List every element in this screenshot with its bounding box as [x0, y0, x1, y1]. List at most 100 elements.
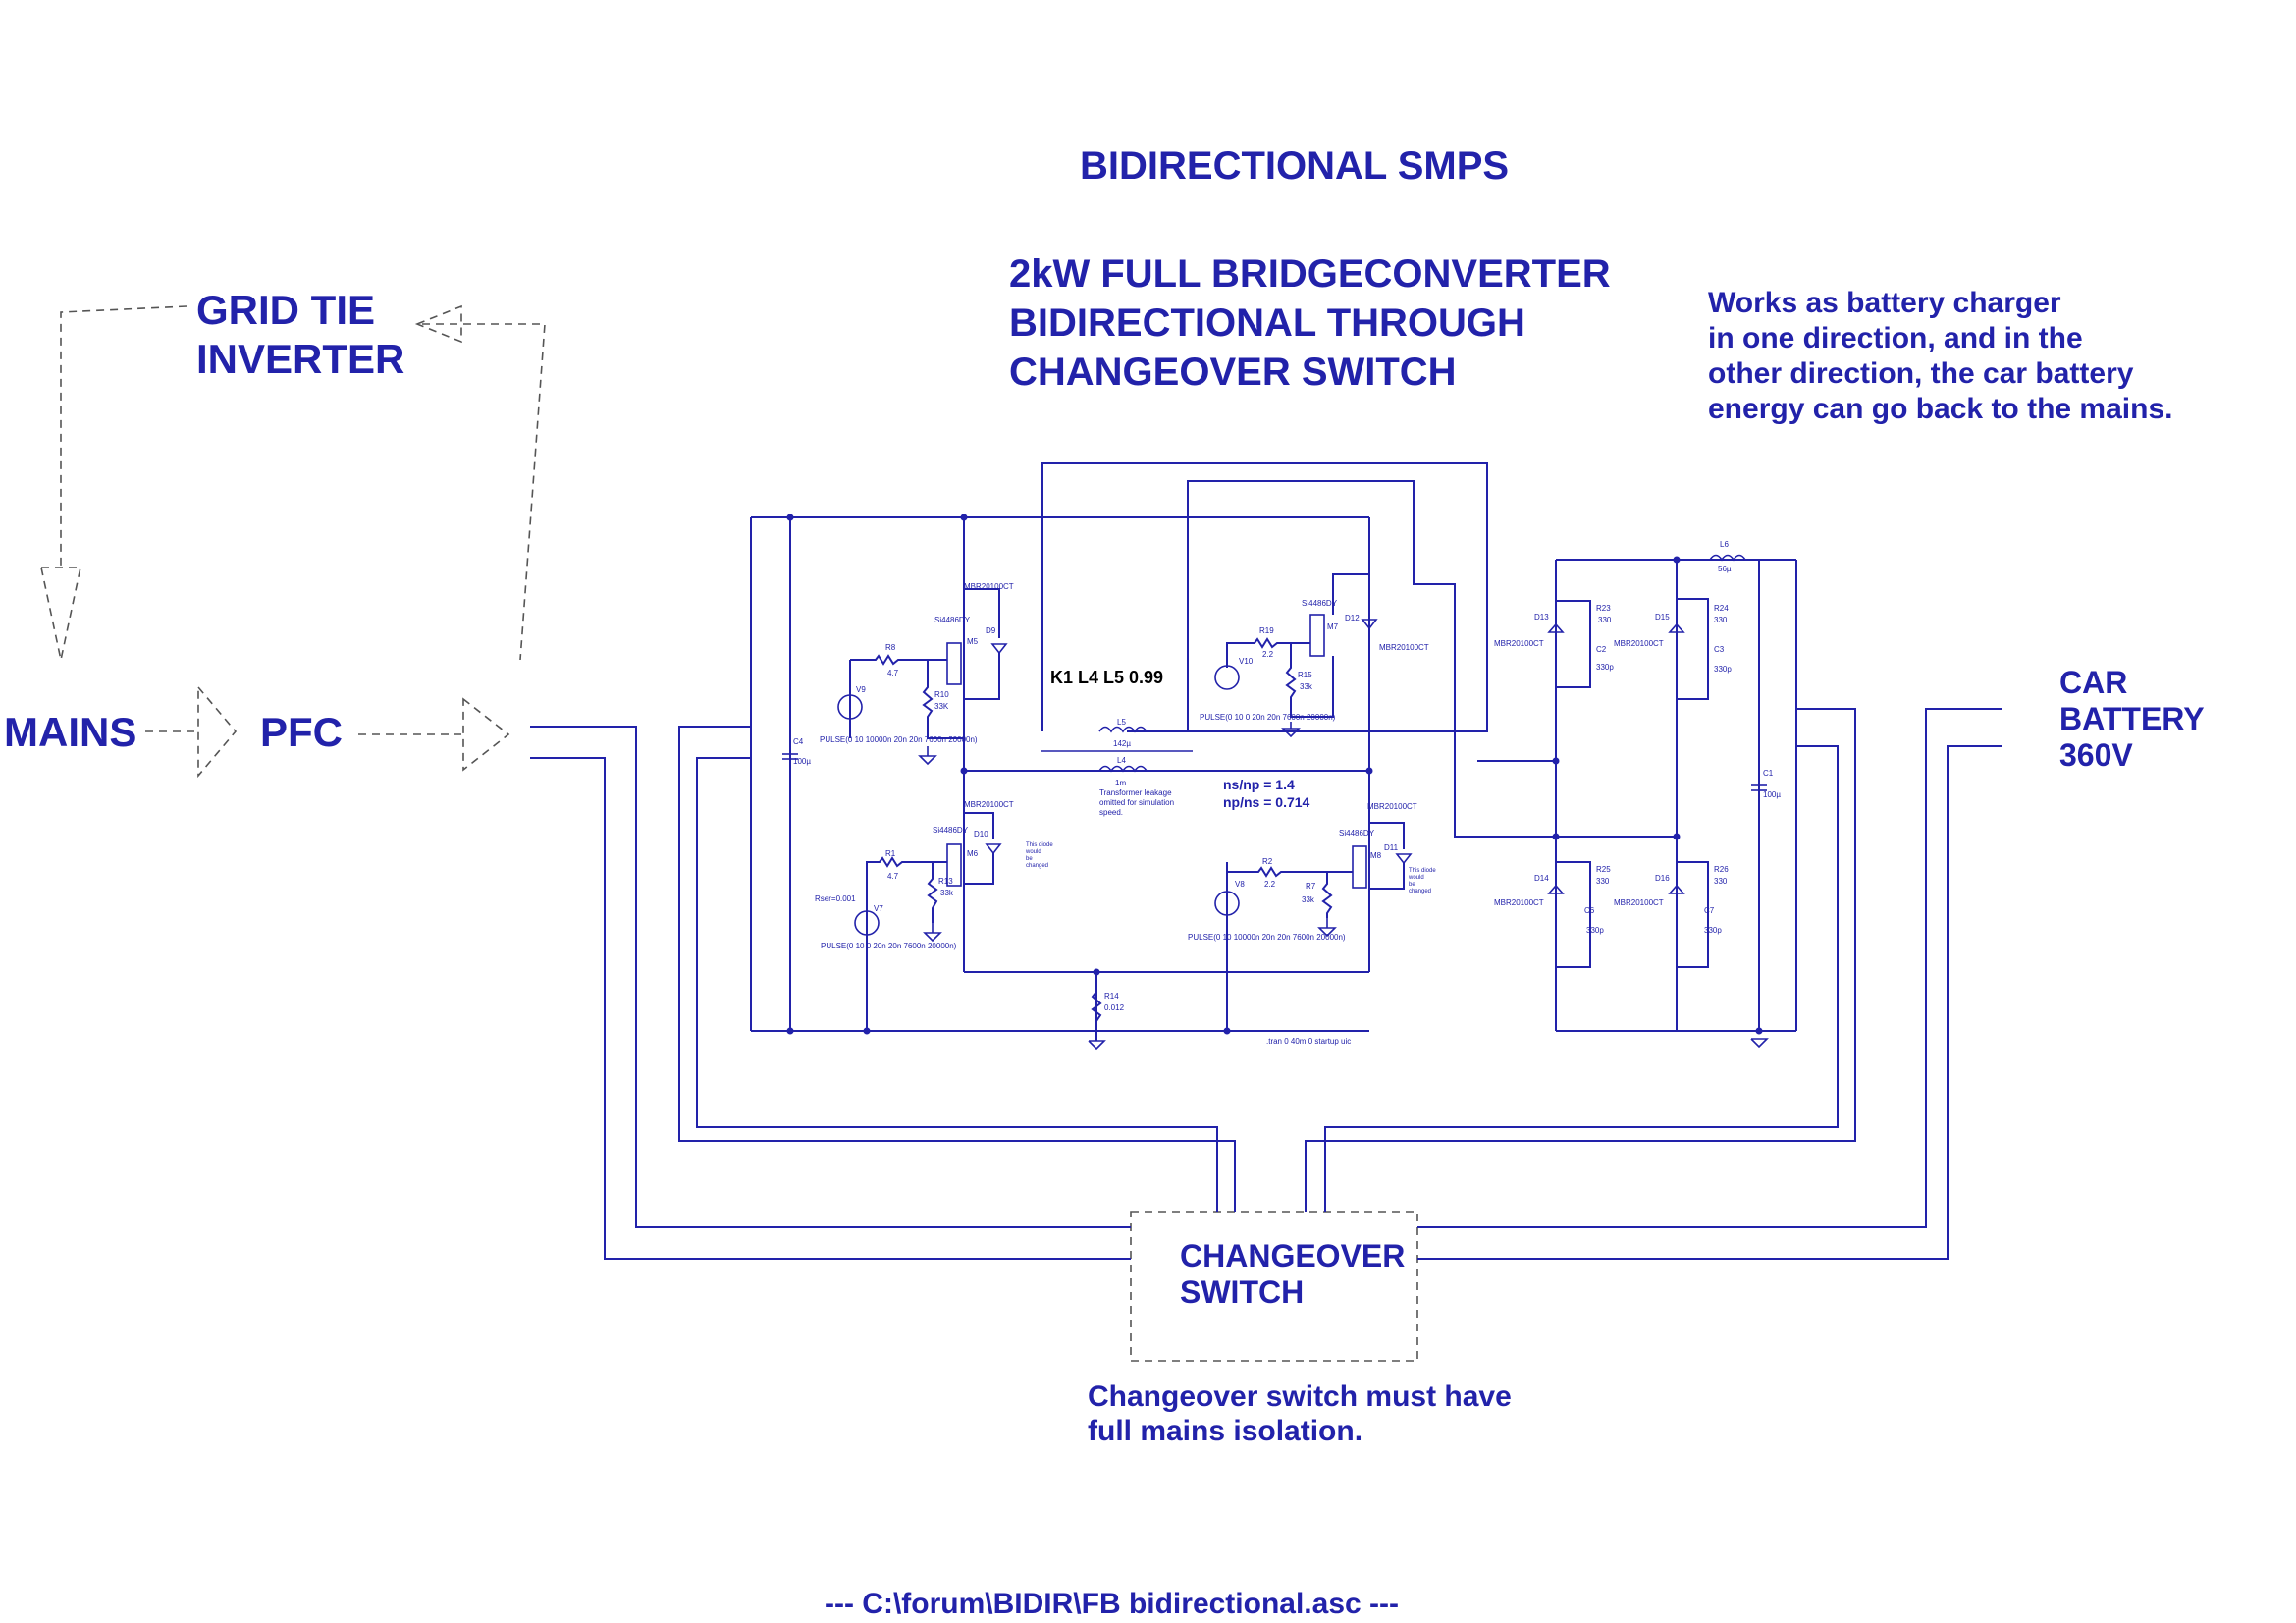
wire — [1226, 637, 1310, 668]
junction — [1093, 968, 1100, 976]
ground-symbol — [918, 746, 937, 766]
d16-name: D16 — [1655, 874, 1670, 883]
r10-value: 33K — [934, 702, 949, 711]
car-battery-line-3: 360V — [2059, 737, 2133, 773]
l4-name: L4 — [1117, 756, 1126, 765]
d11-note-3: be — [1409, 882, 1415, 888]
capacitor-c4: C4 100µ — [782, 737, 811, 766]
subtitle: 2kW FULL BRIDGECONVERTER BIDIRECTIONAL T… — [1009, 252, 1611, 394]
snubber-d16 — [1677, 861, 1709, 968]
d10-part: MBR20100CT — [964, 800, 1014, 809]
changeover-line-2: SWITCH — [1180, 1274, 1304, 1310]
junction — [1223, 1027, 1231, 1035]
grid-tie-line-1: GRID TIE — [196, 287, 375, 333]
c2-name: C2 — [1596, 645, 1607, 654]
d12-part: MBR20100CT — [1379, 643, 1429, 652]
title: BIDIRECTIONAL SMPS — [1080, 144, 1509, 188]
wire — [1226, 866, 1353, 895]
d15-name: D15 — [1655, 613, 1670, 622]
r19-name: R19 — [1259, 626, 1274, 635]
inductor-l6 — [1709, 554, 1746, 562]
junction — [1365, 767, 1373, 775]
wire — [1332, 573, 1369, 615]
m6-name: M6 — [967, 849, 979, 858]
wire — [1321, 872, 1333, 918]
r7-value: 33k — [1302, 895, 1315, 904]
mosfet-m7 — [1309, 614, 1325, 657]
v7-name: V7 — [874, 904, 883, 913]
c6-value: 330p — [1586, 926, 1604, 935]
description-line-1: Works as battery charger — [1708, 287, 2061, 319]
junction — [960, 767, 968, 775]
switch-m5-stage: MBR20100CT Si4486DY M5 D9 R8 4.7 R10 33K… — [820, 582, 1014, 744]
secondary-bridge: L6 56µ C1 100µ D13 MBR20100CT D15 MBR201… — [1477, 540, 1797, 1049]
v9-name: V9 — [856, 685, 866, 694]
mains-wire-bottom — [530, 757, 1131, 1260]
v7-pulse: PULSE(0 10 0 20n 20n 7600n 20000n) — [821, 942, 957, 950]
grid-tie-inverter-label: GRID TIE INVERTER — [196, 287, 404, 382]
r8-value: 4.7 — [887, 669, 899, 677]
junction — [1673, 556, 1681, 564]
r24-value: 330 — [1714, 616, 1728, 624]
subtitle-line-3: CHANGEOVER SWITCH — [1009, 351, 1457, 394]
d10-note-1: This diode — [1026, 842, 1053, 848]
d10-note-3: be — [1026, 856, 1033, 862]
wire — [964, 588, 1000, 638]
c3-value: 330p — [1714, 665, 1732, 674]
description-line-4: energy can go back to the mains. — [1708, 393, 2172, 425]
r13-value: 33k — [940, 889, 954, 897]
r25-name: R25 — [1596, 865, 1611, 874]
sim-directive: .tran 0 40m 0 startup uic — [1266, 1037, 1351, 1046]
c1-name: C1 — [1763, 769, 1774, 778]
v7-rser: Rser=0.001 — [815, 894, 856, 903]
diode-d11 — [1395, 853, 1413, 865]
c1-value: 100µ — [1763, 790, 1781, 799]
d12-name: D12 — [1345, 614, 1360, 622]
subtitle-line-2: BIDIRECTIONAL THROUGH — [1009, 301, 1525, 345]
ground-symbol — [1088, 1040, 1106, 1051]
r23-value: 330 — [1598, 616, 1612, 624]
secondary-to-switch-inner — [1324, 745, 1839, 1212]
switch-m8-stage: MBR20100CT Si4486DY M8 D11 This diode wo… — [1188, 802, 1436, 942]
primary-to-switch-inner — [696, 757, 1218, 1212]
c6-name: C6 — [1584, 906, 1595, 915]
mosfet-m6 — [946, 843, 962, 887]
source-v9 — [837, 694, 863, 720]
d9-part: MBR20100CT — [964, 582, 1014, 591]
snubber-d13 — [1556, 600, 1591, 688]
mains-label: MAINS — [4, 709, 136, 755]
d11-name: D11 — [1384, 843, 1399, 852]
source-v7 — [854, 910, 880, 936]
leakage-note-line-2: omitted for simulation — [1099, 798, 1174, 807]
grid-tie-line-2: INVERTER — [196, 336, 404, 382]
mosfet-m5 — [946, 642, 962, 685]
d11-part: MBR20100CT — [1367, 802, 1417, 811]
r24-name: R24 — [1714, 604, 1729, 613]
r25-value: 330 — [1596, 877, 1610, 886]
turns-ratio-line-1: ns/np = 1.4 — [1223, 777, 1295, 792]
mains-wire-top — [530, 726, 1131, 1228]
mosfet-m8 — [1352, 845, 1367, 889]
l6-name: L6 — [1720, 540, 1729, 549]
wire — [964, 812, 994, 839]
diode-d13 — [1547, 622, 1565, 633]
changeover-switch-box — [1130, 1211, 1418, 1362]
isolation-note: Changeover switch must have full mains i… — [1088, 1380, 1512, 1447]
l4-value: 1m — [1115, 779, 1126, 787]
pfc-input-arrow — [197, 684, 238, 779]
c4-value: 100µ — [793, 757, 811, 766]
d11-note-1: This diode — [1409, 868, 1436, 874]
junction — [863, 1027, 871, 1035]
changeover-switch-label: CHANGEOVER SWITCH — [1180, 1238, 1405, 1310]
source-v8 — [1214, 891, 1240, 916]
d13-name: D13 — [1534, 613, 1549, 622]
transformer-primary-loop — [1041, 462, 1488, 732]
snubber-d15 — [1677, 598, 1709, 700]
junction — [1552, 833, 1560, 840]
junction — [960, 514, 968, 521]
wire — [1285, 643, 1334, 718]
dashed-block-diagram — [40, 304, 1418, 1362]
diode-d10 — [985, 843, 1002, 855]
diode-d14 — [1547, 884, 1565, 894]
